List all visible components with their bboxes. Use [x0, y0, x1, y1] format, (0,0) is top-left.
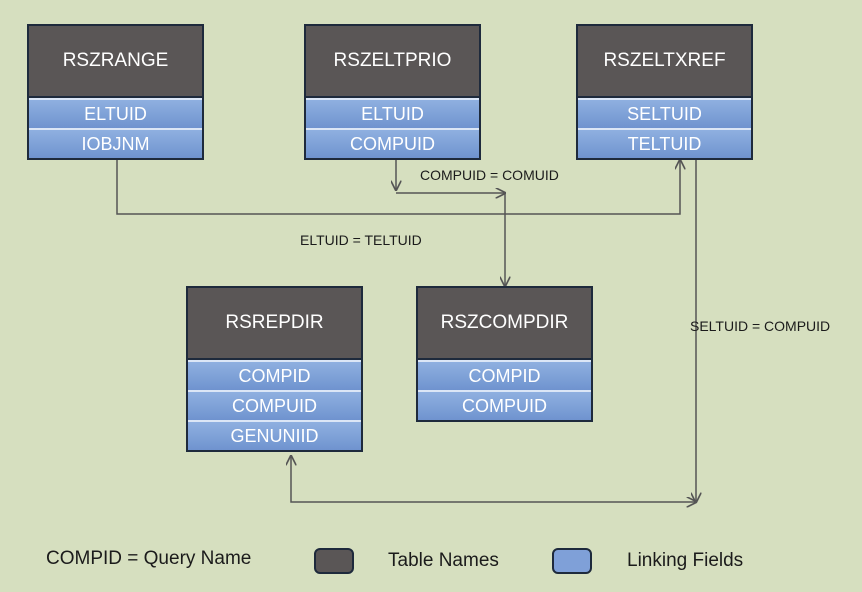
table-rszeltprio: RSZELTPRIO ELTUID COMPUID: [304, 24, 481, 160]
link-seltuid-compuid-bottom: [291, 456, 696, 502]
field-eltuid: ELTUID: [29, 98, 202, 128]
field-compuid: COMPUID: [306, 128, 479, 158]
table-name: RSZRANGE: [29, 26, 202, 98]
field-genuniid: GENUNIID: [188, 420, 361, 450]
field-iobjnm: IOBJNM: [29, 128, 202, 158]
field-compuid: COMPUID: [418, 390, 591, 420]
table-name: RSZELTXREF: [578, 26, 751, 98]
join-label-seltuid-compuid: SELTUID = COMPUID: [690, 318, 831, 334]
field-teltuid: TELTUID: [578, 128, 751, 158]
table-rszcompdir: RSZCOMPDIR COMPID COMPUID: [416, 286, 593, 422]
legend-swatch-table: [314, 548, 354, 574]
join-label-compuid-comuid: COMPUID = COMUID: [420, 167, 559, 183]
field-compuid: COMPUID: [188, 390, 361, 420]
legend-note: COMPID = Query Name: [46, 548, 252, 569]
legend-linking-fields: Linking Fields: [627, 550, 744, 571]
table-rszrange: RSZRANGE ELTUID IOBJNM: [27, 24, 204, 160]
table-name: RSZELTPRIO: [306, 26, 479, 98]
field-eltuid: ELTUID: [306, 98, 479, 128]
legend-swatch-field: [552, 548, 592, 574]
table-name: RSZCOMPDIR: [418, 288, 591, 360]
table-rszeltxref: RSZELTXREF SELTUID TELTUID: [576, 24, 753, 160]
join-label-eltuid-teltuid: ELTUID = TELTUID: [300, 232, 422, 248]
field-compid: COMPID: [418, 360, 591, 390]
field-seltuid: SELTUID: [578, 98, 751, 128]
legend-table-names: Table Names: [388, 550, 499, 571]
table-name: RSREPDIR: [188, 288, 361, 360]
link-eltuid-teltuid: [116, 160, 680, 215]
field-compid: COMPID: [188, 360, 361, 390]
table-rsrepdir: RSREPDIR COMPID COMPUID GENUNIID: [186, 286, 363, 452]
